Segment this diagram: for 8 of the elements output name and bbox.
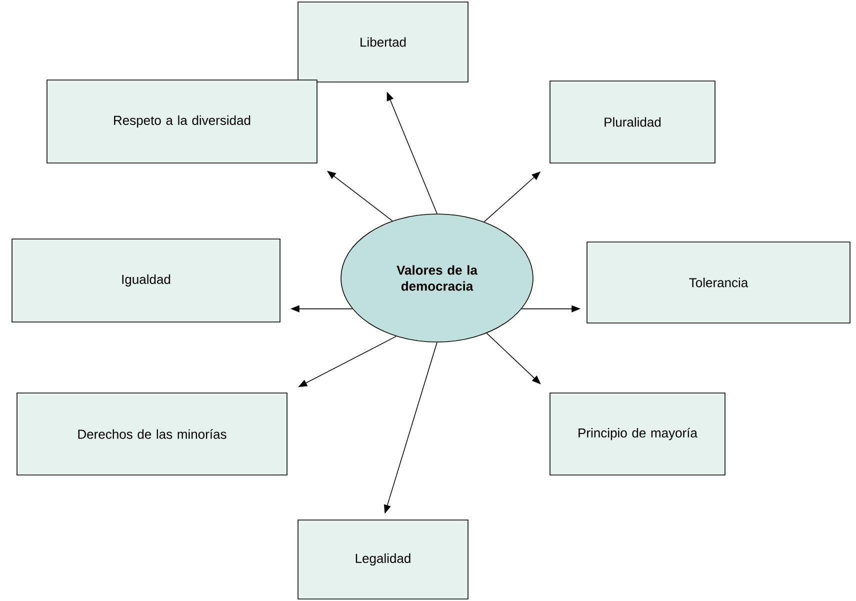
value-box: Igualdad [12,238,280,322]
value-box: Libertad [298,2,468,82]
value-box: Principio de mayoría [550,392,726,476]
value-box: Derechos de las minorías [16,392,288,476]
value-box: Respeto a la diversidad [46,80,318,164]
value-box: Tolerancia [586,242,850,324]
value-box: Pluralidad [550,80,716,164]
value-box: Legalidad [298,520,468,600]
